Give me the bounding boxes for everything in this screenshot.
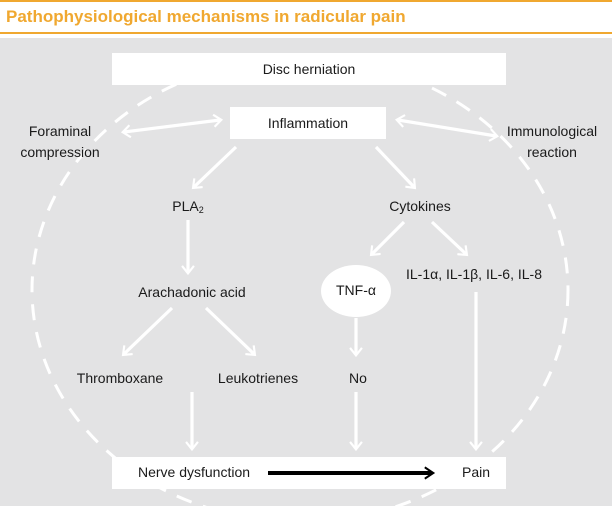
- disc-herniation-box: [112, 53, 506, 85]
- thromboxane-label: Thromboxane: [76, 370, 164, 386]
- pla2-label: PLA2: [172, 198, 203, 219]
- leukotrienes-label: Leukotrienes: [217, 370, 299, 386]
- arrow-cytokines-tnf: [372, 220, 406, 254]
- diagram-title: Pathophysiological mechanisms in radicul…: [6, 7, 406, 26]
- arrow-inflammation-pla2: [194, 145, 238, 187]
- cytokines-label: Cytokines: [389, 198, 451, 214]
- no-label: No: [349, 370, 367, 386]
- arachadonic-acid-label: Arachadonic acid: [138, 284, 246, 300]
- arrow-foraminal-inflammation: [124, 120, 220, 132]
- pain-label: Pain: [461, 464, 491, 480]
- tnf-label: TNF-α: [336, 282, 376, 298]
- inflammation-label: Inflammation: [267, 115, 349, 131]
- arrow-arachadonic-leukotrienes: [204, 306, 254, 354]
- pla2-base: PLA: [172, 198, 199, 214]
- foraminal-label-line2: compression: [20, 144, 100, 160]
- arrow-inflammation-immunological: [398, 120, 496, 136]
- tnf-oval: [321, 265, 391, 317]
- title-bar: Pathophysiological mechanisms in radicul…: [0, 0, 612, 34]
- inflammation-box: [230, 107, 386, 139]
- nerve-dysfunction-label: Nerve dysfunction: [137, 464, 251, 480]
- pla2-subscript: 2: [198, 205, 204, 215]
- arrow-arachadonic-thromboxane: [124, 306, 174, 354]
- arrow-cytokines-interleukins: [430, 220, 466, 254]
- foraminal-label-line1: Foraminal: [28, 123, 92, 139]
- diagram-connectors: [30, 56, 570, 506]
- disc-herniation-label: Disc herniation: [262, 61, 356, 77]
- immunological-label-line1: Immunological: [506, 123, 598, 139]
- immunological-label-line2: reaction: [527, 144, 577, 160]
- interleukins-label: IL-1α, IL-1β, IL-6, IL-8: [406, 266, 542, 282]
- arrow-inflammation-cytokines: [374, 145, 414, 187]
- diagram-panel: Disc herniation Inflammation Foraminal c…: [0, 38, 612, 506]
